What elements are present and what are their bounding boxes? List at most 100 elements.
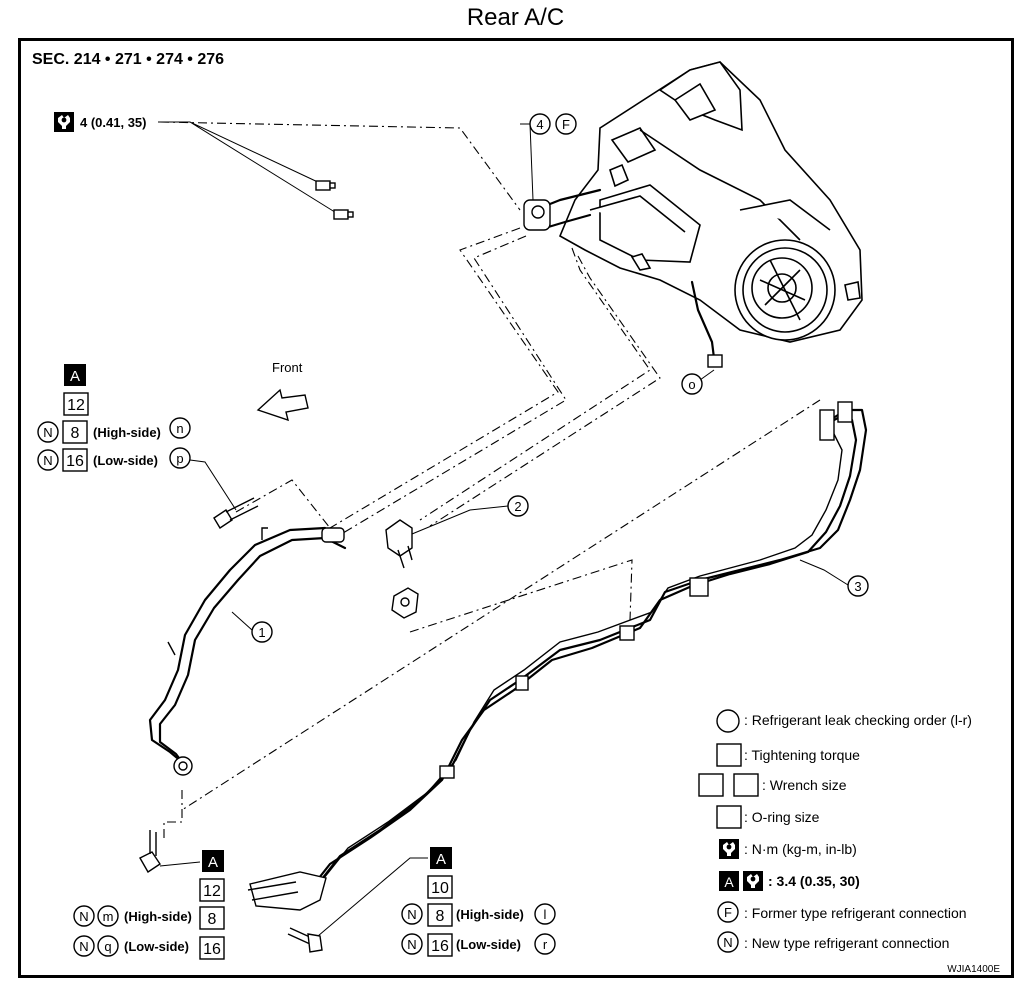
bm-order-l [534,903,556,925]
bm-order-r-label: r [543,937,548,952]
bottom-mid-spec-group: A 10 N 8 (High-side) l N 16 (Low-side) r [401,847,556,957]
left-spec-group: A 12 N 8 (High-side) n N 16 (Low-side) p [37,364,237,511]
legend-oring-symbol [716,805,742,829]
bl-wrench-size [199,878,225,902]
leader-2 [411,505,509,535]
left-n-mark-1 [37,421,59,443]
legend-wrench-symbol-1 [698,773,724,797]
bottom-left-spec-group: A 12 N m (High-side) 8 N q (Low-side) 16 [73,850,225,960]
bl-oring-2-label: 16 [203,941,221,958]
bl-order-m-label: m [103,909,114,924]
torque-leader-lines [158,121,339,215]
bm-wrench-size-label: 10 [431,880,449,897]
leader-p [189,459,237,511]
front-arrow-icon [256,388,309,422]
left-order-p-label: p [176,451,183,466]
torque-wrench-icon [54,112,74,132]
leader-bottom-mid [317,857,428,937]
legend-torque-symbol [716,743,742,767]
legend-wrench-text: : Wrench size [762,777,847,793]
callout-1 [251,621,273,643]
callout-2 [507,495,529,517]
left-wrench-size-label: 12 [67,397,85,414]
bl-order-q-label: q [104,939,111,954]
callout-3-label: 3 [854,579,861,594]
legend-new-text: : New type refrigerant connection [744,935,949,951]
callout-F-top [555,113,577,135]
callout-o-label: o [688,377,695,392]
bm-n-mark-1 [401,903,423,925]
pipe-1 [148,526,347,776]
leader-4 [520,123,534,201]
legend-torque-text: : Tightening torque [744,747,860,763]
expansion-valve-port [531,205,545,219]
callout-1-label: 1 [258,625,265,640]
legend-n-label: N [723,935,732,950]
callout-4 [529,113,551,135]
left-oring-2-label: 16 [66,453,84,470]
left-lowside-label: (Low-side) [93,453,158,468]
bl-oring-1 [199,906,225,930]
bl-n-mark-2 [73,935,95,957]
bl-order-q [97,935,119,957]
bm-highside-label: (High-side) [456,907,524,922]
left-badge-a-label: A [70,368,80,385]
legend-n-symbol [717,931,739,953]
bm-order-r [534,933,556,955]
valve-pipe-lower [543,213,592,230]
legend-badge-a-label: A [724,874,734,890]
left-order-n-label: n [176,421,183,436]
page-title: Rear A/C [466,4,565,31]
bm-lowside-label: (Low-side) [456,937,521,952]
bl-n-mark-2-label: N [79,939,88,954]
diagram-frame [18,38,1014,978]
callout-F-label: F [562,117,570,132]
top-bolts [315,180,354,220]
left-oring-2 [62,448,88,472]
left-oring-1 [62,420,88,444]
bm-badge-a-label: A [436,851,446,868]
legend-oring-text: : O-ring size [744,809,820,825]
legend-leak-symbol [716,709,740,733]
legend-badge-a [719,871,739,891]
leader-1 [231,611,253,631]
callout-4-label: 4 [536,117,543,132]
legend-torque-wrench-icon [719,839,739,859]
bm-wrench-size [427,875,453,899]
bl-lowside-label: (Low-side) [124,939,189,954]
bl-wrench-size-label: 12 [203,883,221,900]
top-torque-value: 4 (0.41, 35) [80,115,147,130]
bl-highside-label: (High-side) [124,909,192,924]
figure-id: WJIA1400E [947,964,1000,975]
bm-badge-a [430,847,452,869]
bm-order-l-label: l [544,907,547,922]
leader-o [699,369,715,381]
left-n-mark-1-label: N [43,425,52,440]
bl-order-m [97,905,119,927]
rear-ac-unit [558,61,863,343]
bm-oring-1-label: 8 [436,908,445,925]
unit-connector-o [707,354,723,368]
legend-leak-text: : Refrigerant leak checking order (l-r) [744,712,972,728]
left-wrench-size [63,392,89,416]
bl-badge-a-label: A [208,854,218,871]
bm-n-mark-2 [401,933,423,955]
legend: : Refrigerant leak checking order (l-r) … [698,709,972,953]
section-label: SEC. 214 • 271 • 274 • 276 [32,51,224,68]
callout-2-label: 2 [514,499,521,514]
left-n-mark-2-label: N [43,453,52,468]
left-badge-a [64,364,86,386]
legend-f-label: F [724,905,732,920]
legend-a-value: : 3.4 (0.35, 30) [768,873,860,889]
leader-3 [799,559,849,586]
front-label: Front [272,360,303,375]
legend-wrench-symbol-2 [733,773,759,797]
left-order-n [169,417,191,439]
bolt-bottom-mid [287,927,323,953]
legend-former-text: : Former type refrigerant connection [744,905,967,921]
alignment-lines [159,121,821,840]
legend-f-symbol [717,901,739,923]
left-oring-1-label: 8 [71,425,80,442]
unit-drain-pipe [690,280,716,360]
